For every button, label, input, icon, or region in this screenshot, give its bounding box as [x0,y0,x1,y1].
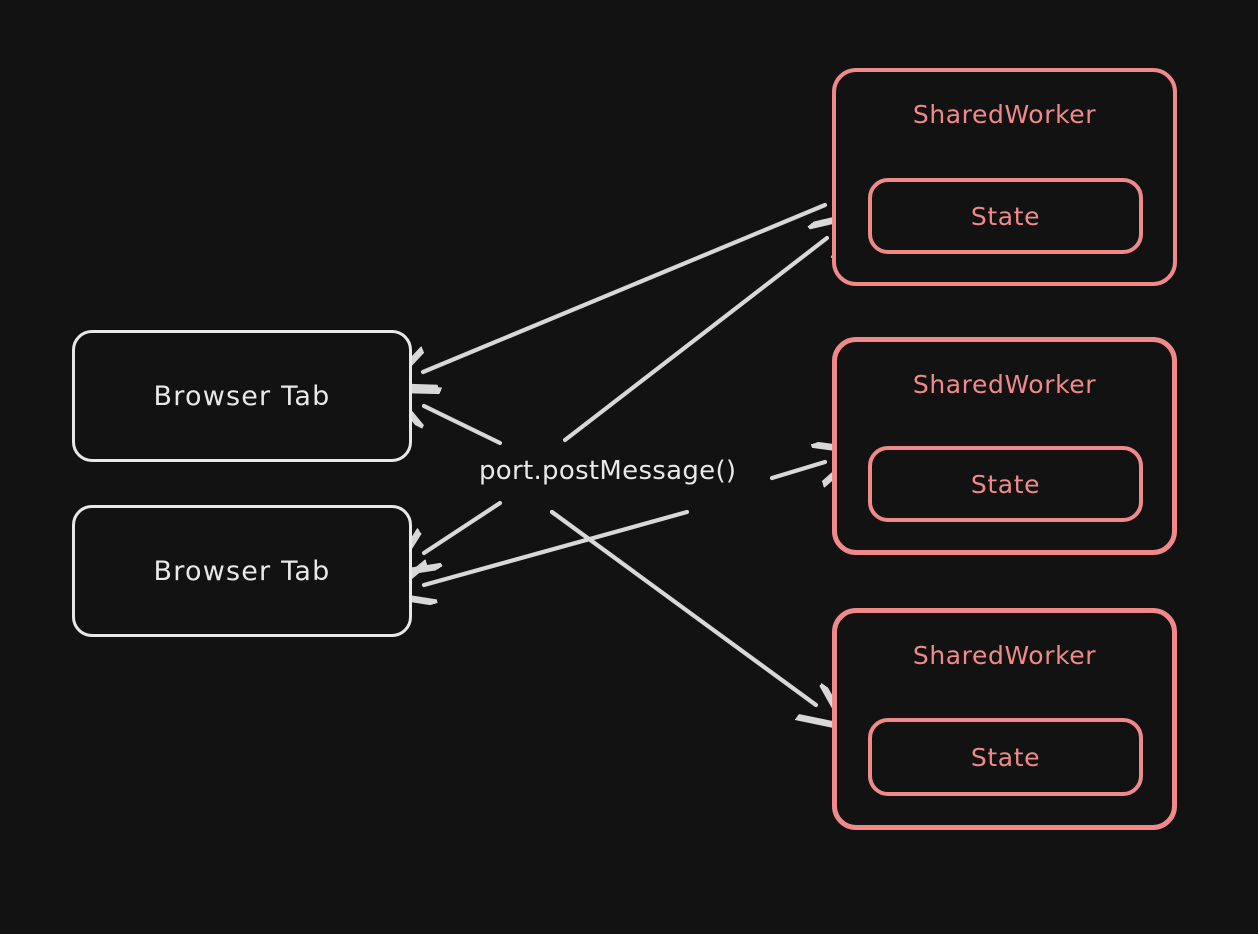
shared-worker-3-state-label: State [970,742,1041,772]
edge-worker1-to-tab1 [423,202,828,372]
shared-worker-3-state-box[interactable]: State [868,718,1143,796]
edge-label-to-tab2 [424,500,503,553]
shared-worker-1-state-box[interactable]: State [868,178,1143,254]
browser-tab-2[interactable]: Browser Tab [72,505,412,637]
edge-worker-to-tab2 [424,509,690,585]
edge-label-to-tab1 [424,406,503,446]
shared-worker-3-title: SharedWorker [912,641,1097,670]
shared-worker-1-state-label: State [970,201,1041,231]
shared-worker-2-title: SharedWorker [912,370,1097,399]
browser-tab-2-label: Browser Tab [153,555,331,587]
edge-label-to-worker2 [769,462,825,478]
edge-label-post-message: port.postMessage() [479,456,737,486]
edge-tab2-to-worker3 [549,509,816,705]
shared-worker-1-title: SharedWorker [912,100,1097,129]
edge-tab1-to-worker1 [562,238,827,443]
browser-tab-1-label: Browser Tab [153,380,331,412]
shared-worker-2-state-box[interactable]: State [868,446,1143,522]
browser-tab-1[interactable]: Browser Tab [72,330,412,462]
shared-worker-2-state-label: State [970,469,1041,499]
